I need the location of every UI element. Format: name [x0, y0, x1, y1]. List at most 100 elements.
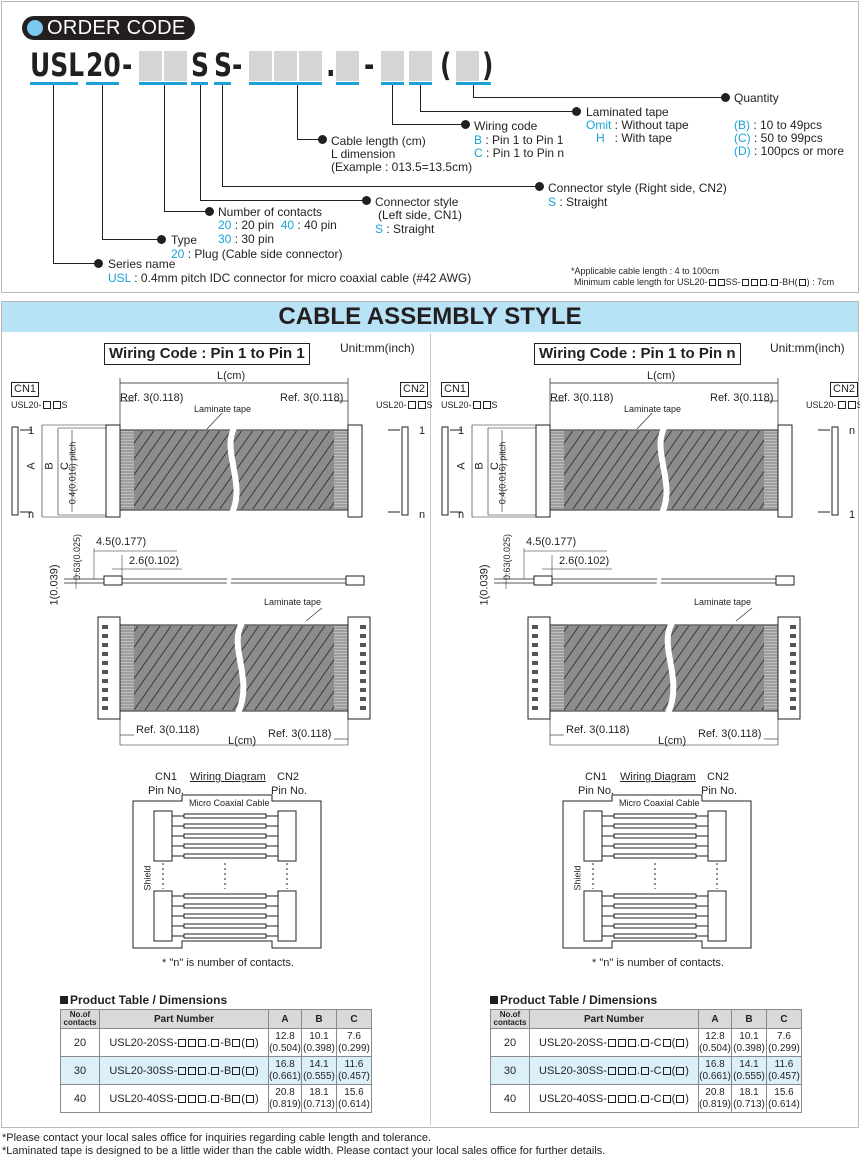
- contacts-20-40: 20 : 20 pin 40 : 40 pin: [218, 218, 337, 232]
- l-cm-label: L(cm): [647, 370, 676, 382]
- code-box: [164, 51, 187, 81]
- laminate-tape-label-2: Laminate tape: [694, 597, 752, 607]
- bullet-icon: [721, 93, 730, 102]
- cn2-label: CN2: [830, 382, 859, 397]
- cn1-label: CN1: [11, 382, 40, 397]
- l-dimension-label: L dimension: [331, 147, 396, 161]
- code-dash: -: [364, 46, 375, 84]
- cn1-part: USL20-S: [11, 400, 68, 410]
- cn2-pin-top: n: [849, 425, 856, 437]
- qty-c: (C) : 50 to 99pcs: [734, 131, 823, 145]
- wiring-code-c: C : Pin 1 to Pin n: [474, 146, 565, 160]
- cn2-pin-bottom: 1: [849, 509, 856, 521]
- cable-assembly-header: CABLE ASSEMBLY STYLE: [2, 302, 858, 332]
- wiring-code-b: B : Pin 1 to Pin 1: [474, 133, 564, 147]
- wd-cn1: CN1: [155, 771, 178, 783]
- ref-left: Ref. 3(0.118): [550, 392, 614, 404]
- cn1-pin-n: n: [458, 509, 465, 521]
- connector-right-label: Connector style (Right side, CN2): [548, 181, 727, 195]
- cable-length-example: (Example : 013.5=13.5cm): [331, 160, 473, 174]
- micro-coax-label: Micro Coaxial Cable: [619, 798, 700, 808]
- cn1-pin-n: n: [28, 509, 35, 521]
- wd-cn1: CN1: [585, 771, 608, 783]
- wd-cn2-pin: Pin No.: [271, 785, 308, 797]
- product-table-title: Product Table / Dimensions: [490, 993, 657, 1007]
- wd-title: Wiring Diagram: [620, 771, 696, 783]
- cable-drawing: [441, 378, 839, 949]
- wd-cn2-pin: Pin No.: [701, 785, 738, 797]
- code-box: [336, 51, 359, 81]
- code-box: [409, 51, 432, 81]
- dim-45: 4.5(0.177): [526, 536, 577, 548]
- min-length-note: Minimum cable length for USL20-SS-.-BH()…: [574, 277, 835, 287]
- n-note: * "n" is number of contacts.: [592, 957, 724, 969]
- code-paren-close: ): [482, 46, 494, 84]
- ref-right: Ref. 3(0.118): [280, 392, 344, 404]
- code-usl: USL: [30, 46, 85, 84]
- bullet-icon: [535, 182, 544, 191]
- bullet-icon: [461, 120, 470, 129]
- footnote-1: *Please contact your local sales office …: [2, 1132, 432, 1144]
- panel-divider: [430, 333, 431, 1125]
- wd-cn2: CN2: [277, 771, 300, 783]
- type-20: 20 : Plug (Cable side connector): [171, 247, 343, 261]
- footnote-2: *Laminated tape is designed to be a litt…: [2, 1145, 606, 1157]
- cn2-pin-bottom: n: [419, 509, 426, 521]
- ref-right: Ref. 3(0.118): [710, 392, 774, 404]
- code-box: [381, 51, 404, 81]
- code-box: [299, 51, 322, 81]
- cable-drawing: [11, 378, 409, 949]
- code-box: [274, 51, 297, 81]
- contacts-30: 30 : 30 pin: [218, 232, 275, 246]
- l-cm-label: L(cm): [217, 370, 246, 382]
- wiring-code-label: Wiring code: [474, 119, 538, 133]
- ref-left: Ref. 3(0.118): [120, 392, 184, 404]
- contacts-label: Number of contacts: [218, 205, 323, 219]
- bullet-icon: [157, 235, 166, 244]
- cn2-pin-top: 1: [419, 425, 426, 437]
- panel-pin1-to-pin1: Wiring Code : Pin 1 to Pin 1 Unit:mm(inch…: [2, 333, 433, 1125]
- cn1-pin-1: 1: [458, 425, 465, 437]
- connector-left-s: S : Straight: [375, 222, 435, 236]
- laminate-tape-label-2: Laminate tape: [264, 597, 322, 607]
- unit-label: Unit:mm(inch): [340, 341, 415, 355]
- bullet-icon: [572, 107, 581, 116]
- n-note: * "n" is number of contacts.: [162, 957, 294, 969]
- applicable-length-note: *Applicable cable length : 4 to 100cm: [571, 266, 720, 276]
- wd-cn1-pin: Pin No.: [148, 785, 185, 797]
- wiring-code-title: Wiring Code : Pin 1 to Pin n: [534, 343, 741, 365]
- bullet-icon: [205, 207, 214, 216]
- code-20: 20: [86, 46, 121, 84]
- wd-title: Wiring Diagram: [190, 771, 266, 783]
- code-s-left: S: [191, 46, 209, 84]
- order-code-section: [1, 1, 859, 293]
- bullet-icon: [318, 135, 327, 144]
- l-cm-label-2: L(cm): [228, 735, 257, 747]
- laminated-tape-label: Laminated tape: [586, 105, 669, 119]
- wd-cn2: CN2: [707, 771, 730, 783]
- product-table-title: Product Table / Dimensions: [60, 993, 227, 1007]
- connector-left-side: (Left side, CN1): [378, 208, 463, 222]
- code-box: [249, 51, 272, 81]
- cable-assembly-section: [1, 301, 859, 1128]
- connector-right-s: S : Straight: [548, 195, 608, 209]
- cn1-part: USL20-S: [441, 400, 498, 410]
- ref-right-2: Ref. 3(0.118): [698, 728, 762, 740]
- code-paren-open: (: [440, 46, 452, 84]
- cn2-part: USL20-S: [806, 400, 860, 410]
- wiring-code-title: Wiring Code : Pin 1 to Pin 1: [104, 343, 310, 365]
- l-cm-label-2: L(cm): [658, 735, 687, 747]
- order-code-badge: ORDER CODE: [22, 16, 195, 40]
- laminate-tape-label: Laminate tape: [194, 404, 252, 414]
- connector-left-label: Connector style: [375, 195, 459, 209]
- ref-left-2: Ref. 3(0.118): [136, 724, 200, 736]
- dim-26: 2.6(0.102): [559, 555, 610, 567]
- cn1-pin-1: 1: [28, 425, 35, 437]
- cn2-part: USL20-S: [376, 400, 433, 410]
- cn2-label: CN2: [400, 382, 429, 397]
- wd-cn1-pin: Pin No.: [578, 785, 615, 797]
